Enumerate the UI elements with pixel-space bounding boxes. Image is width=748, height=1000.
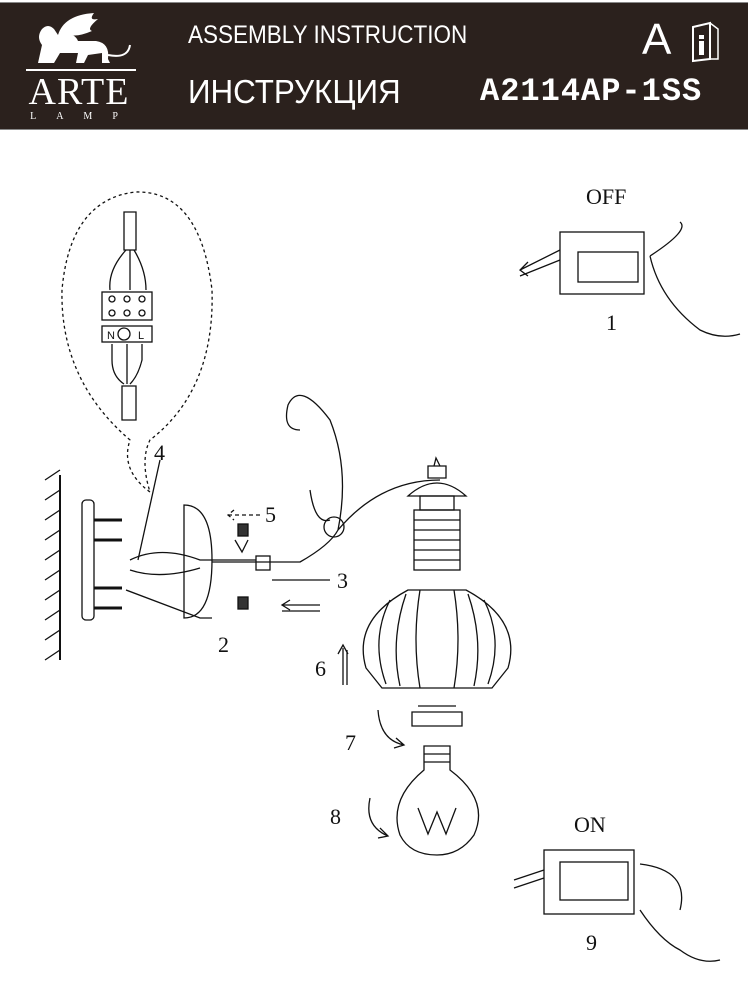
language-letter: A xyxy=(642,15,672,64)
step-9-label: 9 xyxy=(586,930,597,955)
brand-subtitle: LAMP xyxy=(30,111,138,122)
step-7-label: 7 xyxy=(345,730,356,755)
terminal-block: N L xyxy=(101,211,153,421)
model-number: A2114AP-1SS xyxy=(480,73,703,110)
wires xyxy=(129,551,256,576)
canopy xyxy=(183,504,213,619)
arm-sleeve xyxy=(255,555,271,571)
switch-off-diagram xyxy=(519,221,741,337)
lamp-socket xyxy=(406,456,468,571)
brand-divider xyxy=(26,69,136,71)
header-banner: ARTE LAMP ASSEMBLY INSTRUCTION ИНСТРУКЦИ… xyxy=(0,2,748,130)
direction-arrows xyxy=(226,509,406,839)
terminal-live-label: L xyxy=(138,330,144,342)
step-6-label: 6 xyxy=(315,656,326,681)
step-5-label: 5 xyxy=(265,502,276,527)
step-4-label: 4 xyxy=(154,440,165,465)
arm-joint xyxy=(323,516,345,538)
info-book-icon xyxy=(692,21,719,63)
switch-off-label: OFF xyxy=(586,184,626,209)
step-8-label: 8 xyxy=(330,804,341,829)
switch-on-diagram xyxy=(513,849,721,962)
mounting-plate xyxy=(81,499,122,621)
winged-lion-icon xyxy=(38,13,131,63)
brand-name: ARTE xyxy=(28,71,130,113)
title-russian: ИНСТРУКЦИЯ xyxy=(188,73,401,110)
shade-ring xyxy=(411,705,463,727)
lamp-arm xyxy=(212,394,441,563)
switch-on-label: ON xyxy=(574,812,606,837)
screws xyxy=(234,523,249,610)
wall xyxy=(44,469,61,661)
title-english: ASSEMBLY INSTRUCTION xyxy=(188,21,468,49)
leader-lines xyxy=(125,459,330,619)
terminal-neutral-label: N xyxy=(107,330,115,342)
brand-logo: ARTE LAMP xyxy=(18,11,140,123)
step-1-label: 1 xyxy=(606,310,617,335)
step-3-label: 3 xyxy=(337,568,348,593)
light-bulb xyxy=(396,745,480,856)
glass-shade xyxy=(362,589,512,689)
step-2-label: 2 xyxy=(218,632,229,657)
